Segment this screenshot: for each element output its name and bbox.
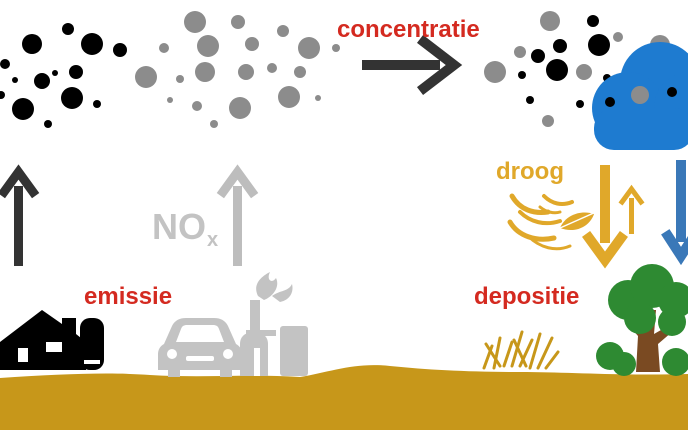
barn-silo-icon <box>0 310 104 370</box>
gray-particles-middle <box>135 11 340 128</box>
nox-label-subscript: x <box>207 229 219 251</box>
rain-cloud-icon <box>592 42 688 150</box>
concentration-arrow <box>362 34 463 96</box>
nox-label: NOx <box>152 206 219 251</box>
dry-label: droog <box>496 158 564 185</box>
nox-label-main: NO <box>152 206 206 247</box>
grass-tuft-icon <box>482 330 560 370</box>
tree-icon <box>596 264 688 376</box>
car-icon <box>158 318 242 377</box>
wet-deposition-arrow <box>661 160 688 266</box>
leaf-icon <box>559 211 597 231</box>
emission-arrow-dark <box>0 164 40 266</box>
ground <box>0 365 688 430</box>
emission-arrow-light <box>216 164 259 266</box>
dry-deposition-arrow-up <box>618 184 645 234</box>
concentration-label: concentratie <box>337 16 480 43</box>
emission-label: emissie <box>84 283 173 310</box>
black-particles-left <box>0 23 127 128</box>
dry-deposition-arrow-down <box>582 165 628 269</box>
deposition-label: depositie <box>474 283 580 310</box>
factory-icon <box>240 272 308 376</box>
wind-icon <box>507 193 574 251</box>
